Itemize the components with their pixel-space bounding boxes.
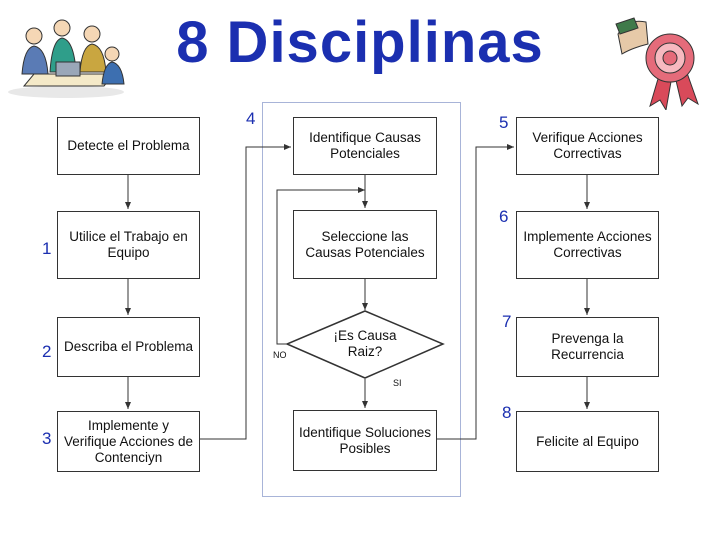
step-prevent-box: Prevenga la Recurrencia: [516, 317, 659, 377]
step-implement-box: Implemente Acciones Correctivas: [516, 211, 659, 279]
step-number-4: 4: [246, 109, 256, 128]
step-select-causes-box: Seleccione las Causas Potenciales: [293, 210, 437, 279]
step-detect-box: Detecte el Problema: [57, 117, 200, 175]
step-verify-box: Verifique Acciones Correctivas: [516, 117, 659, 175]
decision-diamond: [285, 310, 445, 379]
team-meeting-clipart: [8, 19, 125, 98]
step-number-8: 8: [502, 403, 512, 422]
step-team-box: Utilice el Trabajo en Equipo: [57, 211, 200, 279]
step-solutions-box: Identifique Soluciones Posibles: [293, 410, 437, 471]
step-number-1: 1: [42, 239, 52, 258]
step-congratulate-box: Felicite al Equipo: [516, 411, 659, 472]
root-cause-question: ¡Es Causa Raiz?: [333, 328, 397, 359]
step-number-3: 3: [42, 429, 52, 448]
branch-yes-label: SI: [393, 378, 402, 388]
step-number-7: 7: [502, 312, 512, 331]
page-title: 8 Disciplinas: [176, 10, 544, 75]
step-number-2: 2: [42, 342, 52, 361]
step-number-6: 6: [499, 207, 509, 226]
step-number-5: 5: [499, 113, 509, 132]
step-contain-box: Implemente y Verifique Acciones de Conte…: [57, 411, 200, 472]
step-describe-box: Describa el Problema: [57, 317, 200, 377]
step-identify-causes-box: Identifique Causas Potenciales: [293, 117, 437, 175]
causes-group-frame: [262, 102, 461, 497]
award-ribbon-clipart: [615, 17, 699, 110]
branch-no-label: NO: [273, 350, 287, 360]
